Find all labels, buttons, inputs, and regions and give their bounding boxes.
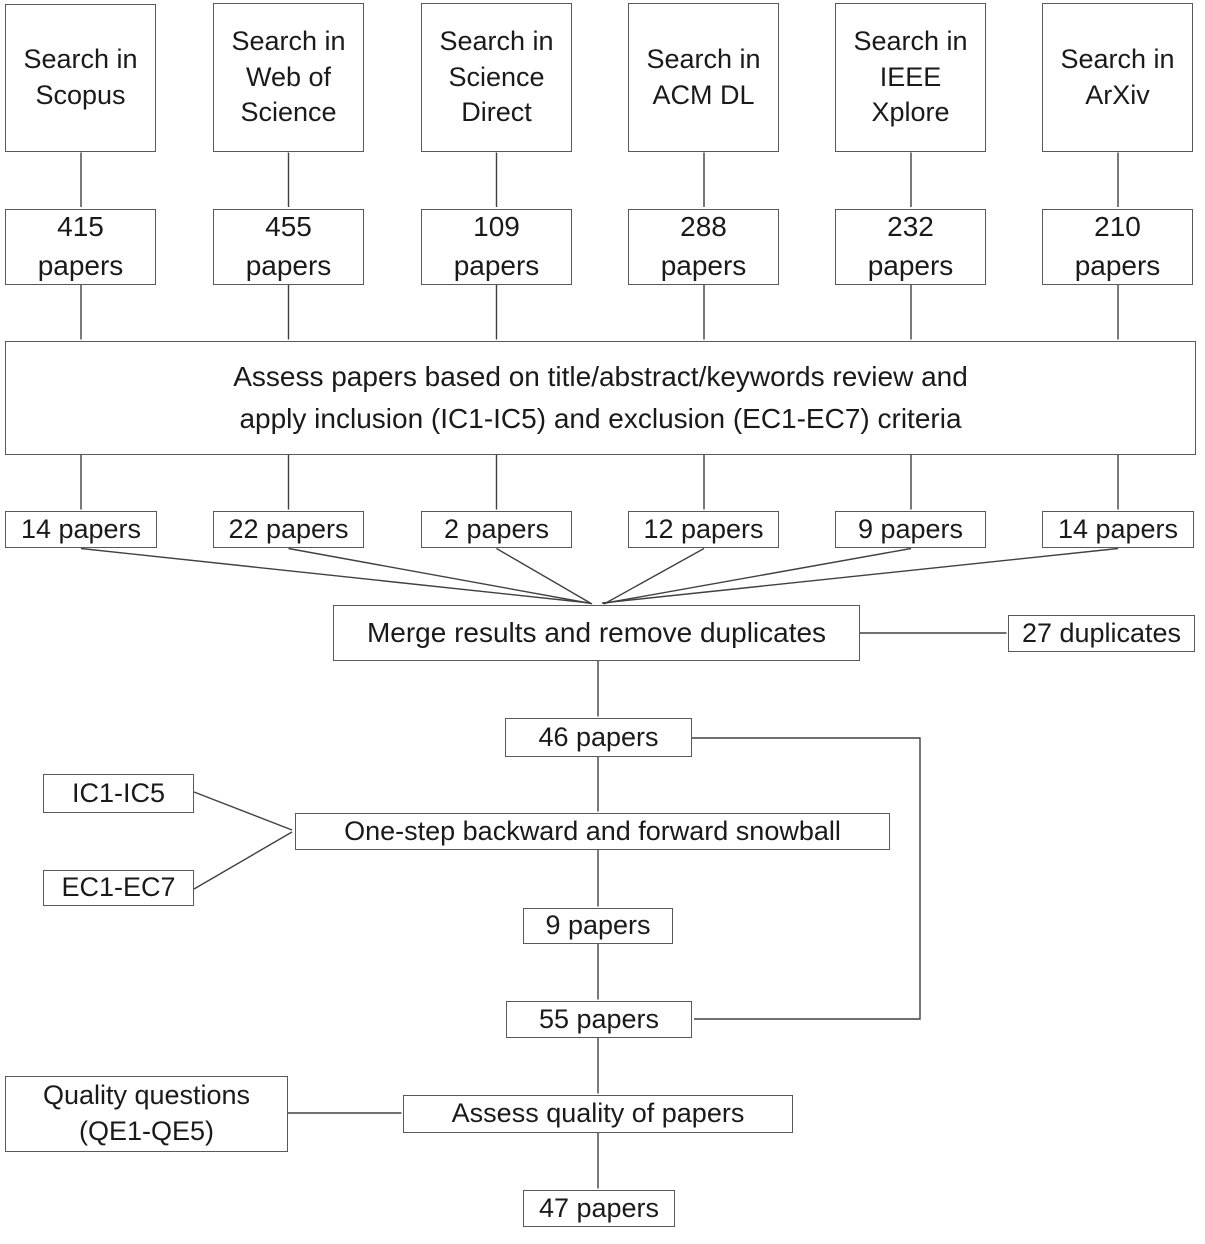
arrow-sel3-merge — [496, 547, 593, 605]
count-value: 232 — [887, 211, 934, 243]
count-box-acm-dl: 288 papers — [628, 209, 779, 285]
quality-questions-line1: Quality questions — [42, 1080, 251, 1111]
papers-9-box: 9 papers — [523, 908, 673, 944]
selected-box-science-direct: 2 papers — [421, 511, 572, 548]
count-value: 455 — [265, 211, 312, 243]
count-value: 210 — [1094, 211, 1141, 243]
arrow-sel2-merge — [288, 547, 592, 605]
selected-box-ieee-xplore: 9 papers — [835, 511, 986, 548]
exclusion-criteria-box: EC1-EC7 — [43, 870, 194, 906]
arrow-sel6-merge — [601, 547, 1119, 604]
selected-box-arxiv: 14 papers — [1042, 511, 1194, 548]
duplicates-box: 27 duplicates — [1008, 615, 1195, 652]
source-box-science-direct: Search in Science Direct — [421, 3, 572, 152]
count-value: 288 — [680, 211, 727, 243]
source-box-arxiv: Search in ArXiv — [1042, 3, 1193, 152]
quality-questions-line2: (QE1-QE5) — [78, 1116, 215, 1146]
assess-criteria-line1: Assess papers based on title/abstract/ke… — [233, 361, 968, 392]
count-box-science-direct: 109 papers — [421, 209, 572, 285]
count-unit: papers — [37, 250, 124, 281]
inclusion-criteria-box: IC1-IC5 — [43, 774, 194, 813]
count-unit: papers — [245, 250, 332, 281]
papers-47-box: 47 papers — [523, 1190, 675, 1227]
count-box-ieee-xplore: 232 papers — [835, 209, 986, 285]
assess-criteria-line2: apply inclusion (IC1-IC5) and exclusion … — [239, 403, 962, 434]
snowball-box: One-step backward and forward snowball — [295, 813, 890, 850]
merge-box: Merge results and remove duplicates — [333, 605, 860, 661]
count-box-web-of-science: 455 papers — [213, 209, 364, 285]
selected-box-scopus: 14 papers — [5, 511, 157, 548]
assess-quality-box: Assess quality of papers — [403, 1095, 793, 1133]
arrow-sel1-merge — [80, 547, 591, 604]
selected-box-web-of-science: 22 papers — [213, 511, 364, 548]
source-box-ieee-xplore: Search in IEEE Xplore — [835, 3, 986, 152]
arrow-46-55-bypass — [692, 737, 921, 1020]
arrow-ec-snowball — [193, 831, 293, 890]
papers-46-box: 46 papers — [505, 718, 692, 757]
count-box-scopus: 415 papers — [5, 209, 156, 285]
selected-box-acm-dl: 12 papers — [628, 511, 779, 548]
arrow-sel4-merge — [603, 547, 705, 605]
assess-criteria-box: Assess papers based on title/abstract/ke… — [5, 341, 1196, 455]
count-unit: papers — [453, 250, 540, 281]
count-value: 415 — [57, 211, 104, 243]
count-unit: papers — [660, 250, 747, 281]
arrow-ic-snowball — [193, 791, 293, 831]
count-unit: papers — [1074, 250, 1161, 281]
source-box-acm-dl: Search in ACM DL — [628, 3, 779, 152]
count-box-arxiv: 210 papers — [1042, 209, 1193, 285]
source-box-scopus: Search in Scopus — [5, 4, 156, 152]
arrow-sel5-merge — [602, 547, 912, 605]
source-box-web-of-science: Search in Web of Science — [213, 3, 364, 152]
quality-questions-box: Quality questions (QE1-QE5) — [5, 1076, 288, 1152]
count-unit: papers — [867, 250, 954, 281]
papers-55-box: 55 papers — [506, 1001, 692, 1038]
count-value: 109 — [473, 211, 520, 243]
